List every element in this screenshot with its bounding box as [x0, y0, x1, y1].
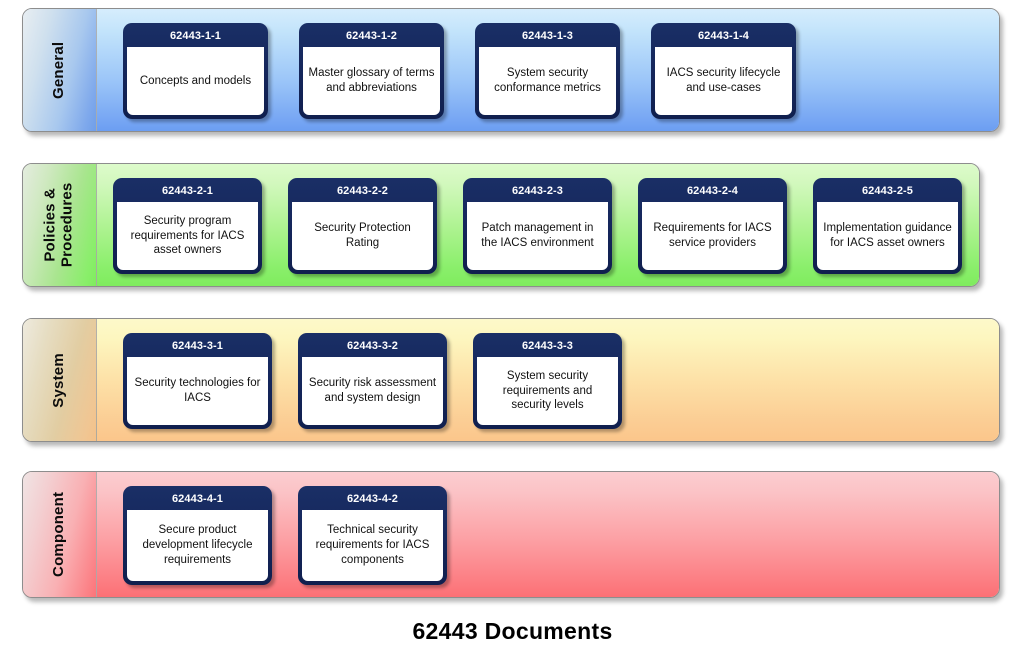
lane-policies-label-tab: Policies & Procedures [23, 164, 97, 286]
document-card-id: 62443-3-2 [346, 340, 399, 352]
document-card-body: Implementation guidance for IACS asset o… [817, 202, 958, 270]
lane-system-label-text: System [50, 352, 68, 408]
document-card-id: 62443-2-4 [686, 185, 739, 197]
document-card-title: Requirements for IACS service providers [653, 222, 772, 249]
document-card-id: 62443-2-1 [161, 185, 214, 197]
document-card-body: Concepts and models [127, 47, 264, 115]
document-card-body: Security Protection Rating [292, 202, 433, 270]
document-card-title: Security risk assessment and system desi… [308, 377, 437, 404]
document-card-title: Master glossary of terms and abbreviatio… [308, 67, 435, 94]
document-card-id: 62443-3-3 [521, 340, 574, 352]
document-card-id: 62443-1-4 [697, 30, 750, 42]
lane-policies-label-text: Policies & Procedures [41, 182, 76, 268]
document-card-body: Security program requirements for IACS a… [117, 202, 258, 270]
document-card-id: 62443-4-1 [171, 493, 224, 505]
document-card-body: Security risk assessment and system desi… [302, 357, 443, 425]
document-card-title: Security Protection Rating [314, 222, 411, 249]
document-card-body: Patch management in the IACS environment [467, 202, 608, 270]
document-card-body: System security requirements and securit… [477, 357, 618, 425]
document-card-body: Security technologies for IACS [127, 357, 268, 425]
lane-component-label-tab: Component [23, 472, 97, 597]
document-card-id: 62443-2-5 [861, 185, 914, 197]
document-card-title: System security conformance metrics [494, 67, 601, 94]
document-card-title: Concepts and models [139, 74, 252, 87]
document-card-title: System security requirements and securit… [502, 369, 593, 412]
lane-component-label-text: Component [50, 491, 68, 578]
document-card-id: 62443-2-2 [336, 185, 389, 197]
document-card-title: Security program requirements for IACS a… [130, 214, 245, 257]
document-card-id: 62443-1-3 [521, 30, 574, 42]
diagram-caption: 62443 Documents [412, 618, 613, 644]
document-card-body: System security conformance metrics [479, 47, 616, 115]
document-card-id: 62443-2-3 [511, 185, 564, 197]
document-card-body: Requirements for IACS service providers [642, 202, 783, 270]
document-card-id: 62443-3-1 [171, 340, 224, 352]
document-card-title: Patch management in the IACS environment [481, 222, 594, 249]
document-card-title: Implementation guidance for IACS asset o… [823, 222, 952, 249]
document-card-body: Master glossary of terms and abbreviatio… [303, 47, 440, 115]
document-card-body: Secure product development lifecycle req… [127, 510, 268, 581]
document-card-title: Security technologies for IACS [134, 377, 261, 404]
lane-general-label-tab: General [23, 9, 97, 131]
document-card-id: 62443-1-1 [169, 30, 222, 42]
document-card-id: 62443-4-2 [346, 493, 399, 505]
document-card-id: 62443-1-2 [345, 30, 398, 42]
document-card-body: Technical security requirements for IACS… [302, 510, 443, 581]
document-card-title: Secure product development lifecycle req… [142, 524, 253, 566]
document-card-title: IACS security lifecycle and use-cases [666, 67, 781, 94]
lane-system-label-tab: System [23, 319, 97, 441]
document-card-title: Technical security requirements for IACS… [315, 524, 430, 566]
lane-general-label-text: General [50, 41, 68, 99]
document-card-body: IACS security lifecycle and use-cases [655, 47, 792, 115]
